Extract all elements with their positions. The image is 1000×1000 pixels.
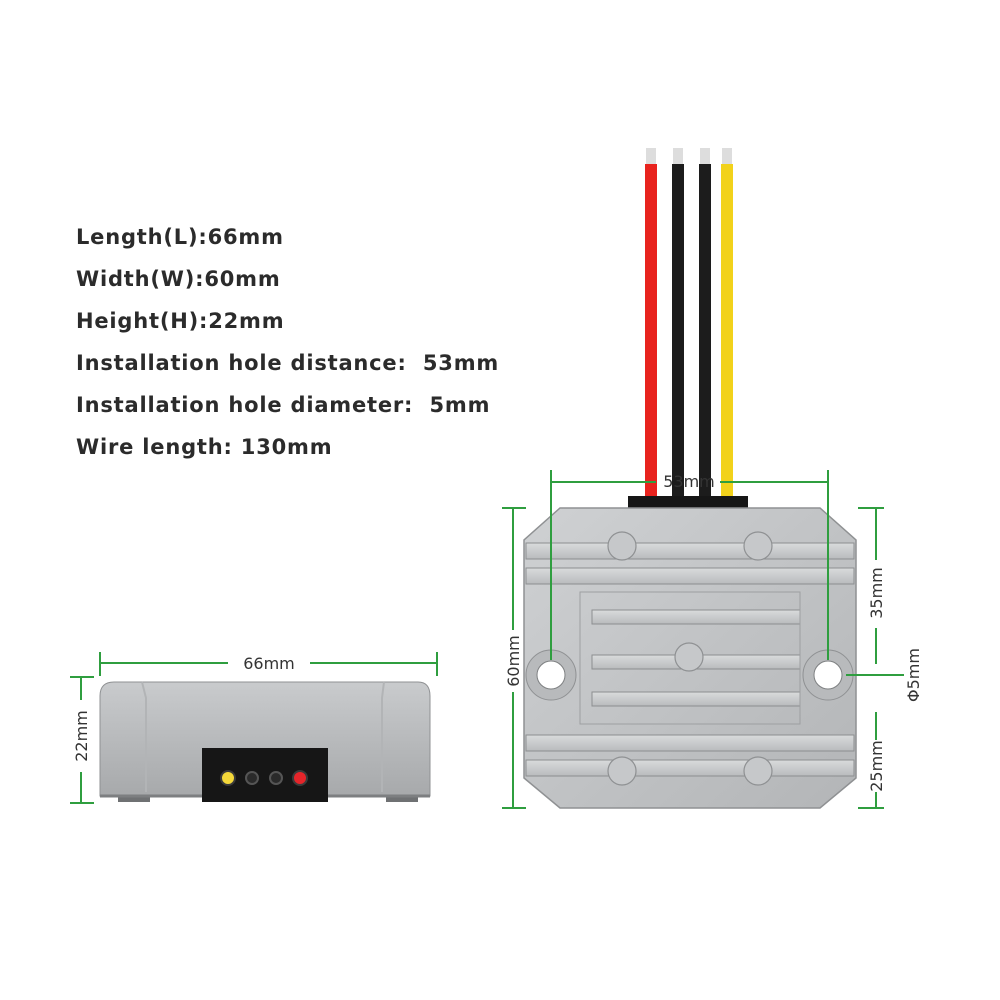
- indicator-dot-black: [269, 771, 283, 785]
- wires: [645, 148, 733, 504]
- lower-offset-label: 25mm: [867, 740, 886, 792]
- dimension-hole-distance: [550, 470, 829, 660]
- side-view: [99, 681, 431, 802]
- wire-red: [645, 148, 657, 504]
- indicator-dot-yellow: [220, 770, 236, 786]
- top-width-label: 60mm: [504, 635, 523, 687]
- spec-list: Length(L):66mm Width(W):60mm Height(H):2…: [76, 222, 499, 474]
- side-housing: [99, 681, 431, 797]
- spec-height: Height(H):22mm: [76, 309, 285, 333]
- wire-yellow: [721, 148, 733, 504]
- side-length-label: 66mm: [243, 654, 295, 673]
- wire-black: [699, 148, 711, 504]
- wire-black: [672, 148, 684, 504]
- dimension-side-height: [70, 676, 94, 804]
- side-housing-bevel: [141, 681, 385, 792]
- indicator-dot-red: [292, 770, 308, 786]
- dimension-side-length: [99, 652, 438, 676]
- side-height-label: 22mm: [72, 710, 91, 762]
- dimension-top-width: [502, 507, 526, 809]
- spec-hole-distance: Installation hole distance: 53mm: [76, 351, 500, 375]
- dimension-hole-offsets: [846, 507, 904, 809]
- spec-wire-length: Wire length: 130mm: [76, 435, 333, 459]
- upper-offset-label: 35mm: [867, 567, 886, 619]
- top-inner-panel: [579, 591, 801, 725]
- spec-length: Length(L):66mm: [76, 225, 284, 249]
- hole-distance-label: 53mm: [663, 472, 715, 491]
- indicator-dots: [220, 770, 308, 786]
- top-view: [523, 496, 857, 809]
- wire-grommet: [628, 496, 748, 510]
- housing-bosses: [607, 531, 773, 786]
- spec-width: Width(W):60mm: [76, 267, 281, 291]
- mounting-hole-left: [525, 649, 577, 701]
- hole-diameter-label: Φ5mm: [904, 648, 923, 702]
- indicator-dot-black: [245, 771, 259, 785]
- spec-hole-diameter: Installation hole diameter: 5mm: [76, 393, 491, 417]
